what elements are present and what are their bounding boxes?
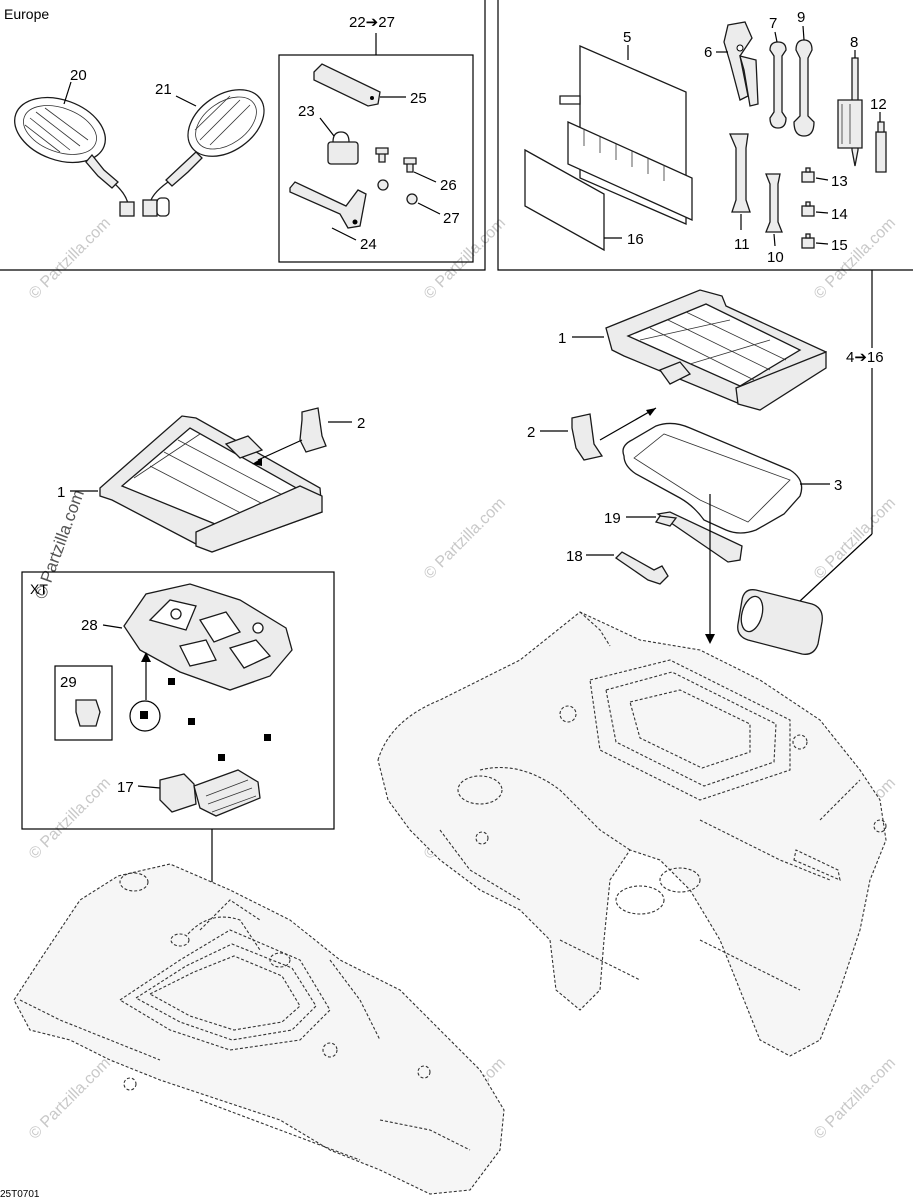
- callout-21: 21: [155, 81, 172, 98]
- bolts-26: [375, 147, 417, 173]
- clip-2-left: [299, 407, 327, 453]
- callout-2-right: 2: [527, 424, 535, 441]
- callout-1-right: 1: [558, 330, 566, 347]
- clip-29-box: [54, 665, 113, 741]
- callout-27: 27: [443, 210, 460, 227]
- callout-13: 13: [831, 173, 848, 190]
- callout-14: 14: [831, 206, 848, 223]
- watermark: © Partzilla.com: [811, 215, 899, 303]
- drawing-number: 25T0701: [0, 1189, 40, 1200]
- callout-7: 7: [769, 15, 777, 32]
- push-nuts: [168, 678, 271, 761]
- callout-16: 16: [627, 231, 644, 248]
- rear-rack-right: [605, 289, 827, 411]
- tools-frame: [497, 0, 913, 271]
- fuse-puller-12: [875, 121, 887, 173]
- callout-17: 17: [117, 779, 134, 796]
- latch-17: [159, 769, 261, 817]
- wrench-7: [769, 41, 787, 129]
- fuses-13-15: [801, 167, 815, 249]
- xt-label: XT: [30, 581, 48, 597]
- callout-20: 20: [70, 67, 87, 84]
- callout-4-16: 4➔16: [846, 349, 884, 366]
- rear-fender-right: [377, 611, 887, 1057]
- xt-frame: [21, 571, 335, 830]
- rear-fender-left: [13, 863, 505, 1195]
- watermark: © Partzilla.com: [811, 1055, 899, 1143]
- callout-12: 12: [870, 96, 887, 113]
- callout-28: 28: [81, 617, 98, 634]
- card-16: [524, 148, 605, 252]
- callout-2-left: 2: [357, 415, 365, 432]
- callout-18: 18: [566, 548, 583, 565]
- kit-22-27-frame: [278, 54, 474, 263]
- europe-frame: [0, 0, 486, 271]
- callout-3: 3: [834, 477, 842, 494]
- tool-roll: [737, 589, 823, 655]
- callout-1-left: 1: [57, 484, 65, 501]
- lock-23: [327, 131, 359, 165]
- callout-10: 10: [767, 249, 784, 266]
- callout-19: 19: [604, 510, 621, 527]
- watermark: © Partzilla.com: [421, 215, 509, 303]
- rear-rack-left: [99, 415, 323, 553]
- watermark: © Partzilla.com: [811, 495, 899, 583]
- strap-25: [313, 63, 381, 107]
- callout-15: 15: [831, 237, 848, 254]
- callout-26: 26: [440, 177, 457, 194]
- box-wrench-11: [729, 133, 751, 213]
- bracket-24: [289, 181, 367, 229]
- watermark: © Partzilla.com: [26, 1055, 114, 1143]
- pliers-6: [723, 21, 759, 107]
- mirror-right: [142, 89, 265, 217]
- bracket-19: [654, 511, 743, 563]
- watermark: © Partzilla.com: [26, 215, 114, 303]
- tool-pouch: [567, 120, 693, 222]
- callout-5: 5: [623, 29, 631, 46]
- callout-25: 25: [410, 90, 427, 107]
- nuts-27: [377, 179, 418, 205]
- clip-2-right: [571, 413, 604, 461]
- watermark: © Partzilla.com: [421, 495, 509, 583]
- mirror-left: [14, 96, 135, 217]
- frame-3: [622, 422, 803, 534]
- callout-24: 24: [360, 236, 377, 253]
- europe-label: Europe: [4, 6, 49, 22]
- callout-6: 6: [704, 44, 712, 61]
- callout-8: 8: [850, 34, 858, 51]
- wrench-18: [614, 551, 669, 585]
- callout-11: 11: [734, 236, 750, 253]
- watermark: © Partzilla.com: [26, 775, 114, 863]
- callout-22-27: 22➔27: [349, 14, 395, 31]
- wrench-9: [793, 39, 815, 137]
- callout-9: 9: [797, 9, 805, 26]
- callout-29: 29: [60, 674, 77, 691]
- screwdriver-8: [837, 57, 863, 167]
- socket-10: [765, 173, 783, 233]
- callout-23: 23: [298, 103, 315, 120]
- mount-plate-28: [123, 583, 293, 691]
